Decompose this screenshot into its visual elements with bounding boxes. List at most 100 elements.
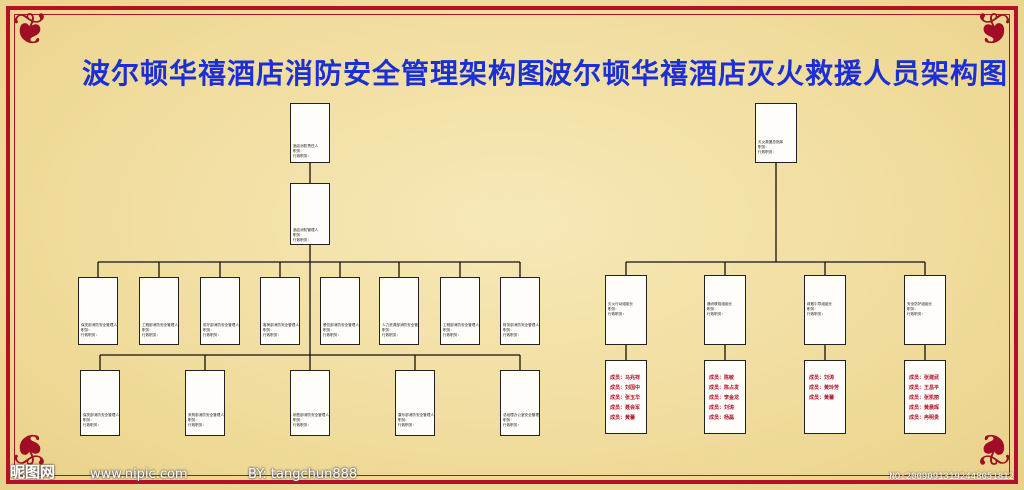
box-text-line: 人力资源部消防安全管理人 (382, 323, 418, 327)
right-top-box: 灭火救援总指挥职务：行政职务： (755, 103, 797, 163)
box-text-line: 灭火救援总指挥 (758, 140, 784, 144)
right-group-members-box: 成员：张建武成员：王昌平成员：张凯丽成员：黄晨晖成员：冉明贵 (904, 360, 946, 434)
watermark-author: BY: tangchun888 (248, 467, 358, 482)
left-row1-box: 前厅部消防安全管理人职务：行政职务： (200, 277, 240, 345)
watermark-id: NO:20090913192448051812 (889, 472, 1014, 482)
box-text-line: 职务： (188, 418, 199, 422)
box-text-line: 行政职务： (188, 423, 206, 427)
left-top-box: 酒店消防责任人职务：行政职务： (290, 103, 330, 163)
box-text-line: 职务： (263, 328, 274, 332)
member-name: 成员：冉明贵 (909, 415, 940, 421)
box-text-line: 行政职务： (707, 312, 725, 316)
box-text-line: 行政职务： (503, 423, 521, 427)
member-name: 成员：黄蕾 (610, 415, 636, 421)
member-name: 成员：黄蕾 (809, 395, 835, 401)
member-name: 成员：张凯丽 (909, 395, 940, 401)
left-second-box: 酒店消防管理人职务：行政职务： (290, 183, 330, 245)
box-text-line: 职务： (83, 418, 94, 422)
left-row1-box: 人力资源部消防安全管理人职务：行政职务： (379, 277, 419, 345)
box-text-line: 行政职务： (83, 423, 101, 427)
left-row1-box: 财务部消防安全管理人职务：行政职务： (500, 277, 540, 345)
left-row1-box: 客房部消防安全管理人职务：行政职务： (260, 277, 300, 345)
box-text-line: 灭火行动组组长 (608, 302, 634, 306)
member-name: 成员：马兆祥 (610, 375, 641, 381)
box-text-line: 职务： (382, 328, 393, 332)
box-text-line: 前厅部消防安全管理人 (203, 323, 239, 327)
right-group-members-box: 成员：陈敏成员：陈占发成员：李金龙成员：刘涛成员：杨磊 (704, 360, 746, 434)
member-name: 成员：刘国中 (610, 385, 641, 391)
box-text-line: 餐饮部消防安全管理人 (323, 323, 359, 327)
box-text-line: 职务： (807, 307, 818, 311)
member-name: 成员：刘涛 (809, 375, 835, 381)
box-text-line: 行政职务： (807, 312, 825, 316)
box-text-line: 工程部消防安全管理人 (443, 323, 479, 327)
box-text-line: 职务： (81, 328, 92, 332)
right-group-leader-box: 通讯联络组组长职务：行政职务： (704, 275, 746, 345)
left-row2-box: 总经理办公室安全管理人职务：行政职务： (500, 370, 540, 436)
box-text-line: 行政职务： (503, 333, 521, 337)
box-text-line: 行政职务： (263, 333, 281, 337)
left-row1-box: 餐饮部消防安全管理人职务：行政职务： (320, 277, 360, 345)
box-text-line: 职务： (398, 418, 409, 422)
corner-ornament-top-left: ❦ (12, 4, 49, 55)
box-text-line: 销售部消防安全管理人 (293, 413, 329, 417)
left-chart-title: 波尔顿华禧酒店消防安全管理架构图 (82, 57, 547, 90)
box-text-line: 康乐部消防安全管理人 (398, 413, 434, 417)
box-text-line: 行政职务： (398, 423, 416, 427)
box-text-line: 疏散引导组组长 (807, 302, 833, 306)
box-text-line: 行政职务： (323, 333, 341, 337)
left-row1-box: 工程部消防安全管理人职务：行政职务： (139, 277, 179, 345)
box-text-line: 酒店消防管理人 (293, 228, 319, 232)
box-text-line: 职务： (293, 418, 304, 422)
member-name: 成员：黄玲芳 (809, 385, 840, 391)
member-name: 成员：杨磊 (709, 415, 735, 421)
box-text-line: 财务部消防安全管理人 (503, 323, 539, 327)
box-text-line: 职务： (503, 328, 514, 332)
box-text-line: 行政职务： (293, 423, 311, 427)
member-name: 成员：陈敏 (709, 375, 735, 381)
right-chart-title: 波尔顿华禧酒店灭火救援人员架构图 (544, 57, 1009, 90)
member-name: 成员：王昌平 (909, 385, 940, 391)
box-text-line: 行政职务： (203, 333, 221, 337)
box-text-line: 通讯联络组组长 (707, 302, 733, 306)
watermark-logo: 昵图网 (10, 463, 56, 481)
box-text-line: 安全防护组组长 (907, 302, 933, 306)
box-text-line: 行政职务： (443, 333, 461, 337)
box-text-line: 总经理办公室安全管理人 (503, 413, 540, 417)
member-name: 成员：张建武 (909, 375, 940, 381)
box-text-line: 工程部消防安全管理人 (142, 323, 178, 327)
right-group-members-box: 成员：刘涛成员：黄玲芳成员：黄蕾 (804, 360, 846, 434)
right-group-leader-box: 灭火行动组组长职务：行政职务： (605, 275, 647, 345)
box-text-line: 职务： (323, 328, 334, 332)
left-row2-box: 采购部消防安全管理人职务：行政职务： (185, 370, 225, 436)
box-text-line: 职务： (608, 307, 619, 311)
member-name: 成员：刘涛 (709, 405, 735, 411)
box-text-line: 保安部消防安全管理人 (81, 323, 117, 327)
inner-red-frame (14, 14, 1010, 476)
box-text-line: 职务： (707, 307, 718, 311)
member-name: 成员：陈占发 (709, 385, 740, 391)
right-group-leader-box: 安全防护组组长职务：行政职务： (904, 275, 946, 345)
box-text-line: 职务： (293, 149, 304, 153)
box-text-line: 职务： (142, 328, 153, 332)
box-text-line: 行政职务： (907, 312, 925, 316)
box-text-line: 保安部消防安全管理人 (83, 413, 119, 417)
box-text-line: 采购部消防安全管理人 (188, 413, 224, 417)
box-text-line: 行政职务： (142, 333, 160, 337)
left-row2-box: 保安部消防安全管理人职务：行政职务： (80, 370, 120, 436)
box-text-line: 职务： (907, 307, 918, 311)
outer-red-frame (6, 6, 1018, 484)
box-text-line: 行政职务： (293, 154, 311, 158)
box-text-line: 行政职务： (382, 333, 400, 337)
left-row1-box: 保安部消防安全管理人职务：行政职务： (78, 277, 118, 345)
box-text-line: 行政职务： (758, 150, 776, 154)
left-row2-box: 销售部消防安全管理人职务：行政职务： (290, 370, 330, 436)
watermark-site: www.nipic.com (90, 467, 188, 482)
box-text-line: 职务： (293, 233, 304, 237)
box-text-line: 职务： (503, 418, 514, 422)
box-text-line: 酒店消防责任人 (293, 144, 319, 148)
member-name: 成员：黄晨晖 (909, 405, 940, 411)
left-row1-box: 工程部消防安全管理人职务：行政职务： (440, 277, 480, 345)
